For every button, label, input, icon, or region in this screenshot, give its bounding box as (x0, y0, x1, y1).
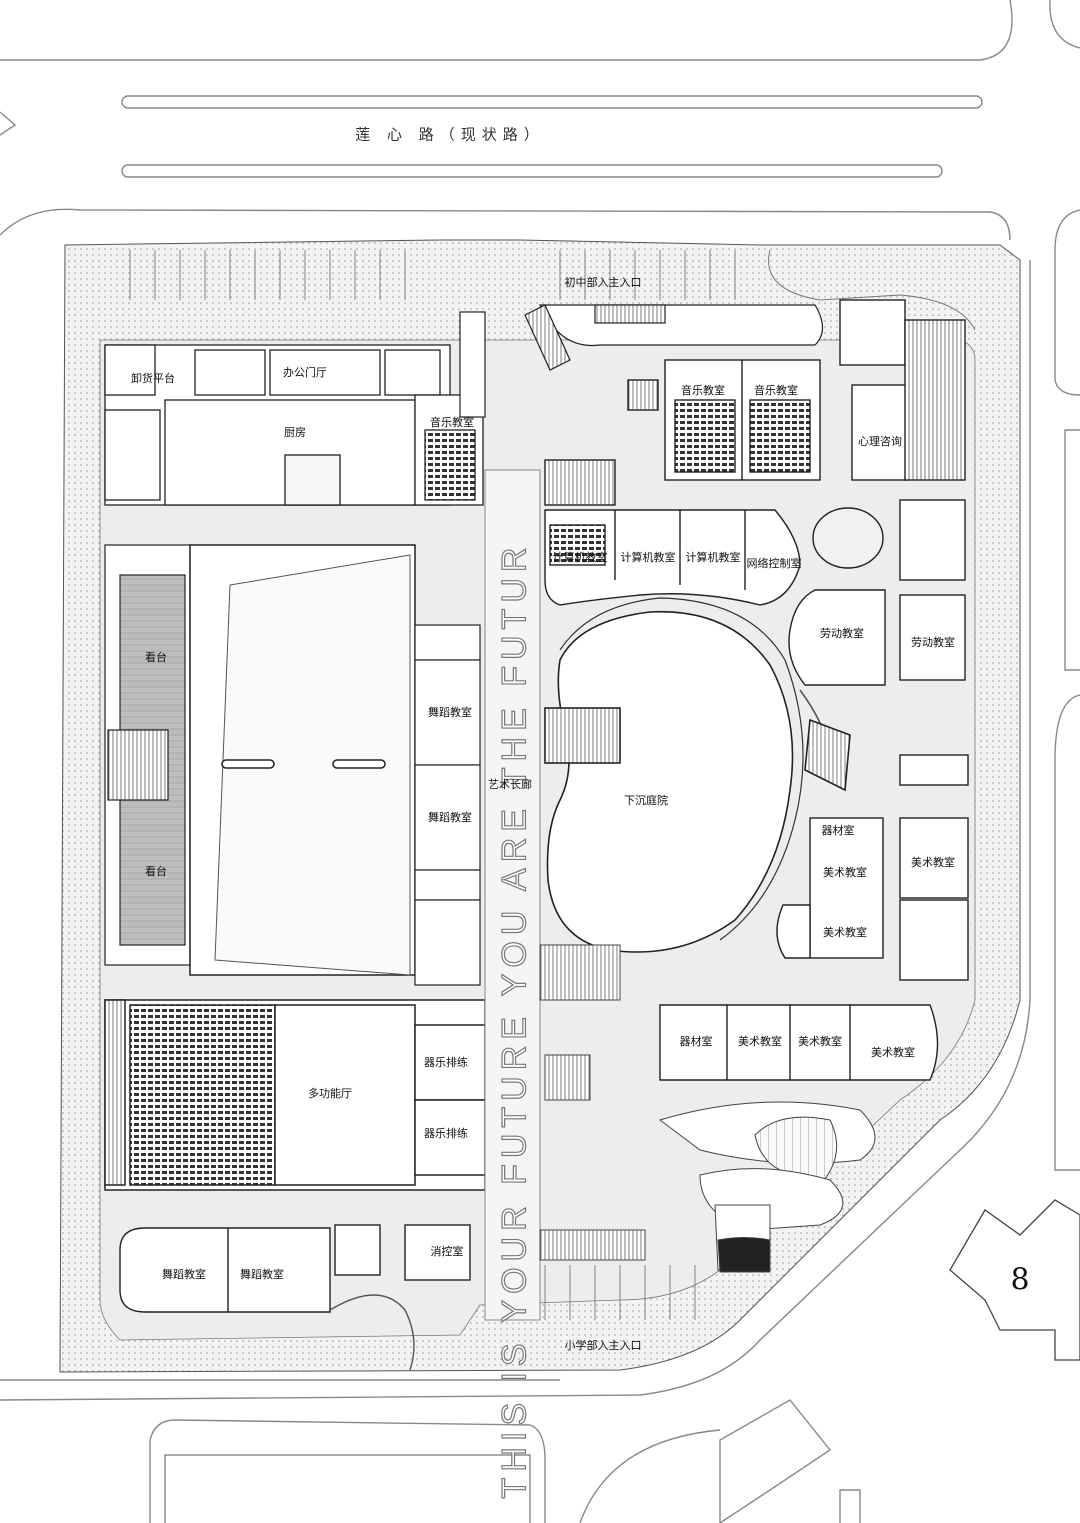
se-art-row (659, 1004, 939, 1081)
sunken-court (544, 597, 851, 953)
building-number: 8 (1010, 1262, 1030, 1298)
building-8-outline (949, 1199, 1080, 1361)
room-dance-1: 舞蹈教室 (428, 706, 472, 719)
room-art-2: 美术教室 (823, 866, 867, 879)
south-garden (539, 944, 876, 1273)
room-fire-control: 消控室 (430, 1245, 464, 1258)
dance-rooms (414, 624, 481, 986)
room-instrument-1: 器乐排练 (424, 1056, 468, 1069)
room-dance-2: 舞蹈教室 (428, 811, 472, 824)
room-art-4: 美术教室 (738, 1035, 782, 1048)
room-instrument-2: 器乐排练 (424, 1127, 468, 1140)
room-office-hall: 办公门厅 (283, 366, 327, 379)
south-neighbour (164, 1454, 531, 1523)
room-art-3: 美术教室 (823, 926, 867, 939)
slogan-lettering: THIS IS YOUR FUTURE YOU ARE THE FUTUR (495, 541, 534, 1499)
primary-school-entrance-label: 小学部入主入口 (564, 1339, 642, 1352)
art-corridor-lane (484, 469, 541, 1321)
middle-school-entrance-label: 初中部入主入口 (564, 276, 642, 289)
sports-hall (189, 544, 416, 976)
room-multi-hall: 多功能厅 (308, 1087, 352, 1100)
parking-stripes (129, 250, 736, 1320)
labor-block (788, 499, 966, 686)
room-stand-1: 看台 (145, 651, 167, 664)
room-computer-1: 计算机教室 (552, 551, 608, 564)
room-psych: 心理咨询 (858, 435, 902, 448)
room-art-5: 美术教室 (798, 1035, 842, 1048)
south-dance-block (119, 1224, 471, 1371)
room-art-corridor: 艺术长廊 (488, 778, 532, 791)
room-kitchen: 厨房 (284, 426, 306, 439)
north-entrance (459, 304, 824, 418)
east-art-block (776, 754, 969, 981)
room-dance-3: 舞蹈教室 (162, 1268, 206, 1281)
room-stand-2: 看台 (145, 865, 167, 878)
room-art-6: 美术教室 (871, 1046, 915, 1059)
multi-hall (104, 999, 486, 1191)
room-music-2: 音乐教室 (754, 384, 798, 397)
room-art-1: 美术教室 (911, 856, 955, 869)
room-labor-1: 劳动教室 (820, 627, 864, 640)
room-dance-4: 舞蹈教室 (240, 1268, 284, 1281)
nw-block (104, 344, 484, 506)
room-labor-2: 劳动教室 (911, 636, 955, 649)
road-label: 莲 心 路（现状路） (355, 125, 545, 144)
room-network: 网络控制室 (746, 557, 802, 570)
room-unloading: 卸货平台 (131, 372, 175, 385)
room-music-small: 音乐教室 (430, 416, 474, 429)
computer-row (544, 459, 801, 606)
room-equipment-1: 器材室 (821, 824, 855, 837)
room-computer-2: 计算机教室 (620, 551, 676, 564)
room-equipment-2: 器材室 (679, 1035, 713, 1048)
music-block (627, 299, 966, 481)
room-music-1: 音乐教室 (681, 384, 725, 397)
room-sunken-court: 下沉庭院 (624, 794, 668, 807)
stands (104, 544, 191, 966)
room-computer-3: 计算机教室 (685, 551, 741, 564)
